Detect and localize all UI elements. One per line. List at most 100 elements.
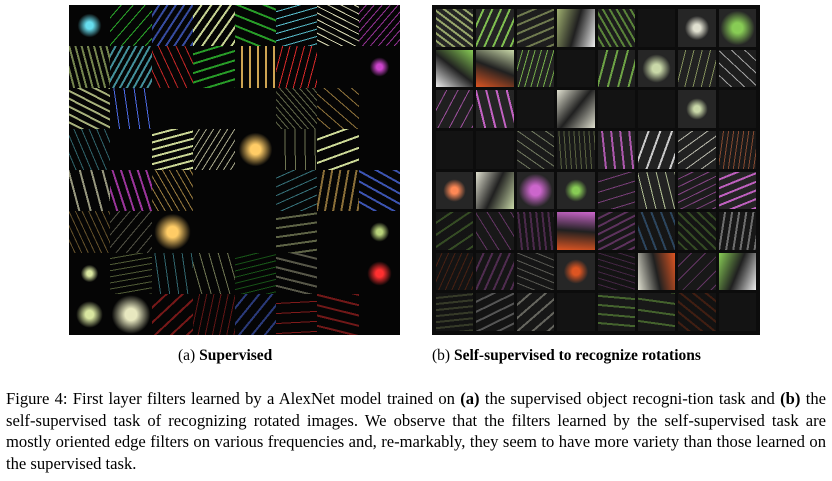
filter-thumbnail <box>678 49 716 88</box>
filter-thumbnail <box>358 46 400 88</box>
filter-thumbnail <box>557 9 595 47</box>
filter-thumbnail <box>110 129 151 170</box>
filter-thumbnail <box>275 170 318 212</box>
caption-bold-b: (b) <box>780 389 801 408</box>
filter-thumbnail <box>193 5 235 47</box>
filter-thumbnail <box>193 128 235 170</box>
caption-part3: the self-supervised task of recognizing … <box>6 389 826 473</box>
filter-thumbnail <box>516 49 555 88</box>
filter-thumbnail <box>516 252 555 291</box>
filter-thumbnail <box>597 90 635 128</box>
filter-thumbnail <box>557 212 595 250</box>
filter-thumbnail <box>557 171 595 210</box>
self-supervised-filters-image <box>432 5 760 335</box>
filter-thumbnail <box>234 128 276 170</box>
subcaption-b-title: Self-supervised to recognize rotations <box>453 347 701 364</box>
filter-thumbnail <box>193 293 235 335</box>
filter-thumbnail <box>151 5 194 47</box>
filter-thumbnail <box>317 211 358 252</box>
filter-thumbnail <box>317 87 359 129</box>
filter-thumbnail <box>151 252 194 294</box>
filter-thumbnail <box>637 212 676 250</box>
filter-thumbnail <box>234 46 276 88</box>
subcaption-b-prefix: (b) <box>432 347 451 364</box>
filter-thumbnail <box>69 87 111 129</box>
filter-thumbnail <box>358 252 400 294</box>
caption-part1: Figure 4: First layer filters learned by… <box>6 389 461 408</box>
filter-thumbnail <box>597 171 635 210</box>
filter-thumbnail <box>516 130 555 169</box>
filter-thumbnail <box>637 49 676 88</box>
filter-thumbnail <box>718 90 756 128</box>
filter-thumbnail <box>557 49 595 88</box>
filter-thumbnail <box>678 212 716 250</box>
filter-thumbnail <box>275 293 318 335</box>
filter-thumbnail <box>678 252 716 291</box>
filter-thumbnail <box>317 253 358 294</box>
filter-thumbnail <box>110 170 152 212</box>
filter-thumbnail <box>557 90 595 128</box>
filter-thumbnail <box>69 5 111 47</box>
subcaption-a-prefix: (a) <box>178 347 196 364</box>
filter-thumbnail <box>110 46 152 88</box>
filter-thumbnail <box>234 252 276 294</box>
filter-thumbnail <box>436 212 474 250</box>
filter-thumbnail <box>69 128 111 170</box>
subcaption-a: (a) Supervised <box>178 347 272 365</box>
filter-thumbnail <box>637 9 676 47</box>
filter-thumbnail <box>557 293 595 331</box>
filter-thumbnail <box>193 170 234 211</box>
filter-thumbnail <box>69 211 111 253</box>
filter-thumbnail <box>718 252 756 291</box>
filter-thumbnail <box>110 5 152 47</box>
filter-thumbnail <box>637 171 676 210</box>
filter-thumbnail <box>436 49 474 88</box>
filter-thumbnail <box>110 87 152 129</box>
filter-thumbnail <box>718 212 756 250</box>
filter-thumbnail <box>436 90 474 128</box>
filter-thumbnail <box>516 212 555 250</box>
filter-thumbnail <box>234 293 276 335</box>
filter-thumbnail <box>718 9 756 47</box>
filter-thumbnail <box>193 252 235 294</box>
filter-thumbnail <box>597 130 635 169</box>
filter-thumbnail <box>69 252 111 294</box>
filter-thumbnail <box>597 49 635 88</box>
filter-thumbnail <box>317 46 358 87</box>
filter-thumbnail <box>678 9 716 47</box>
filter-thumbnail <box>358 211 400 253</box>
filter-thumbnail <box>275 128 318 170</box>
filter-thumbnail <box>718 293 756 331</box>
filter-thumbnail <box>678 293 716 331</box>
filter-thumbnail <box>436 9 474 47</box>
filter-thumbnail <box>359 129 400 170</box>
filter-thumbnail <box>275 252 318 294</box>
filter-thumbnail <box>718 130 756 169</box>
filter-thumbnail <box>151 128 194 170</box>
filter-thumbnail <box>151 211 194 253</box>
filter-thumbnail <box>317 128 359 170</box>
filter-thumbnail <box>476 9 514 47</box>
filter-thumbnail <box>597 252 635 291</box>
filter-thumbnail <box>235 211 276 252</box>
self-supervised-filter-grid <box>436 9 756 331</box>
filter-thumbnail <box>516 171 555 210</box>
filter-thumbnail <box>69 170 111 212</box>
filter-thumbnail <box>110 211 152 253</box>
filter-thumbnail <box>476 90 514 128</box>
filter-thumbnail <box>476 252 514 291</box>
filter-thumbnail <box>718 171 756 210</box>
subcaption-a-title: Supervised <box>199 347 273 364</box>
subcaption-b: (b) Self-supervised to recognize rotatio… <box>432 347 701 365</box>
filter-thumbnail <box>193 211 234 252</box>
filter-thumbnail <box>235 88 276 129</box>
figure-caption: Figure 4: First layer filters learned by… <box>6 388 826 474</box>
filter-thumbnail <box>359 294 400 335</box>
filter-thumbnail <box>637 130 676 169</box>
filter-thumbnail <box>235 170 276 211</box>
filter-thumbnail <box>678 171 716 210</box>
filter-thumbnail <box>637 293 676 331</box>
filter-thumbnail <box>152 88 193 129</box>
filter-thumbnail <box>317 293 359 335</box>
filter-thumbnail <box>718 49 756 88</box>
